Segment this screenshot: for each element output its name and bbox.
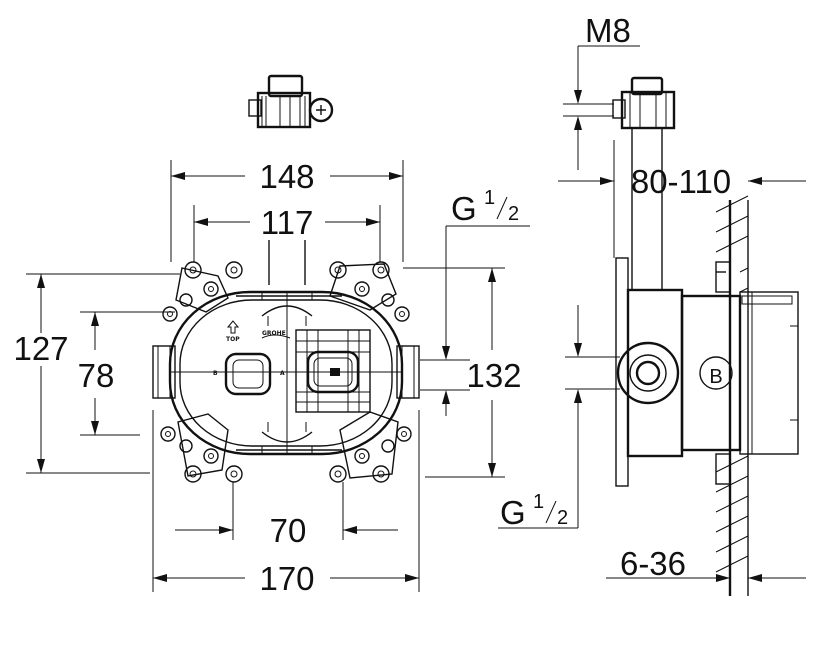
dim-78: 78 [78,357,115,394]
front-view: TOP GROHE B A 148 117 [13,74,530,597]
front-dimensions: 148 117 127 78 [13,158,530,597]
dim-170: 170 [259,560,314,597]
left-port [224,352,272,396]
dim-70: 70 [270,512,307,549]
port-a-label: A [280,370,285,377]
dim-6-36-group: 6-36 [606,545,806,582]
g-den-front: 2 [508,203,519,225]
port-b-label: B [213,370,218,377]
g-num-front: 1 [484,187,495,209]
dim-m8-group: M8 [574,12,640,170]
side-b-label: B [709,366,722,388]
side-bracket [563,76,676,130]
dim-g-side-group: G 1 2 [498,305,620,531]
dim-117: 117 [261,204,314,241]
g-thread-side: G [500,494,526,531]
g-den-side: 2 [557,507,568,529]
top-mounting-clip [248,74,334,285]
dim-m8: M8 [585,12,631,49]
g-thread-front: G [451,190,477,227]
side-view: B M8 80-110 [498,12,806,596]
top-marking: TOP GROHE B A [213,320,291,377]
dim-80-110: 80-110 [631,163,731,200]
valve-body [168,290,404,456]
up-arrow-icon [226,320,240,334]
dim-132: 132 [466,357,521,394]
dim-80-110-group: 80-110 [558,140,806,258]
g-num-side: 1 [533,491,544,513]
dim-127: 127 [13,330,68,367]
dim-6-36: 6-36 [620,545,686,582]
wall-section [715,195,749,596]
protective-grid [295,329,371,413]
brand-label: GROHE [262,330,286,337]
top-label: TOP [226,336,240,343]
side-body: B [615,257,799,487]
dim-148: 148 [259,158,314,195]
